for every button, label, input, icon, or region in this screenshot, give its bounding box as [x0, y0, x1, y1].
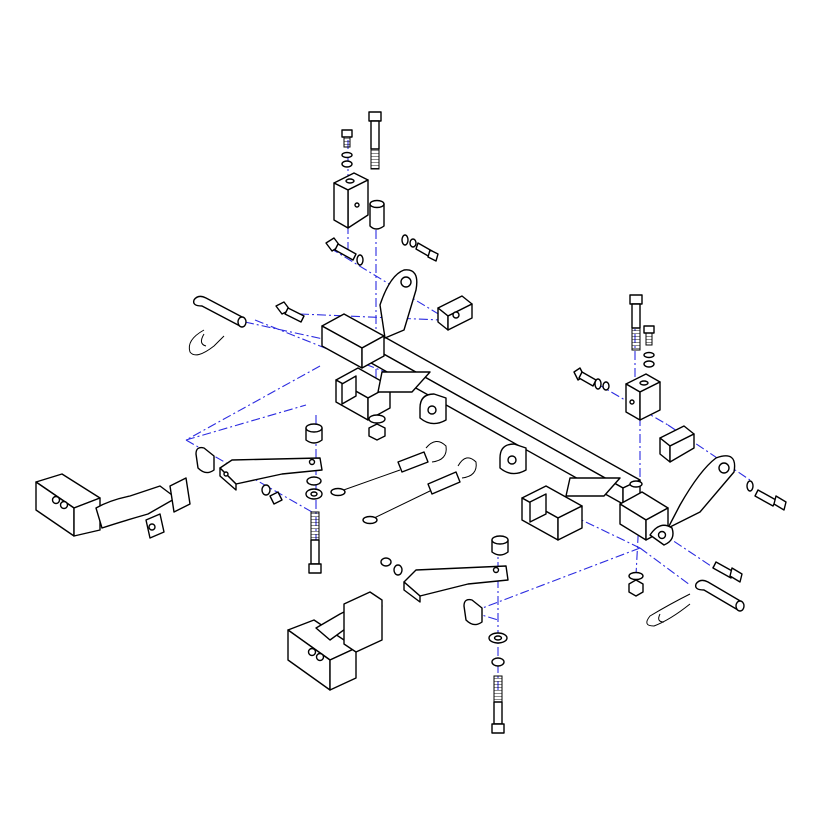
right-hitch-pin: [646, 579, 745, 627]
right-side-bolt: [628, 480, 787, 597]
right-upper-mount-hardware: [573, 294, 695, 488]
left-upper-bolt: [275, 237, 473, 331]
top-left-mount-hardware: [333, 111, 439, 262]
left-lower-bracket: [195, 423, 323, 574]
safety-cables: [330, 441, 477, 525]
left-hitch-pin: [188, 295, 247, 356]
left-receiver-bracket: [35, 473, 191, 539]
main-crossbar-frame: [321, 269, 736, 546]
center-lower-bracket: [380, 535, 509, 734]
left-nut-washer: [368, 414, 386, 441]
lower-receiver-bracket: [287, 591, 383, 691]
